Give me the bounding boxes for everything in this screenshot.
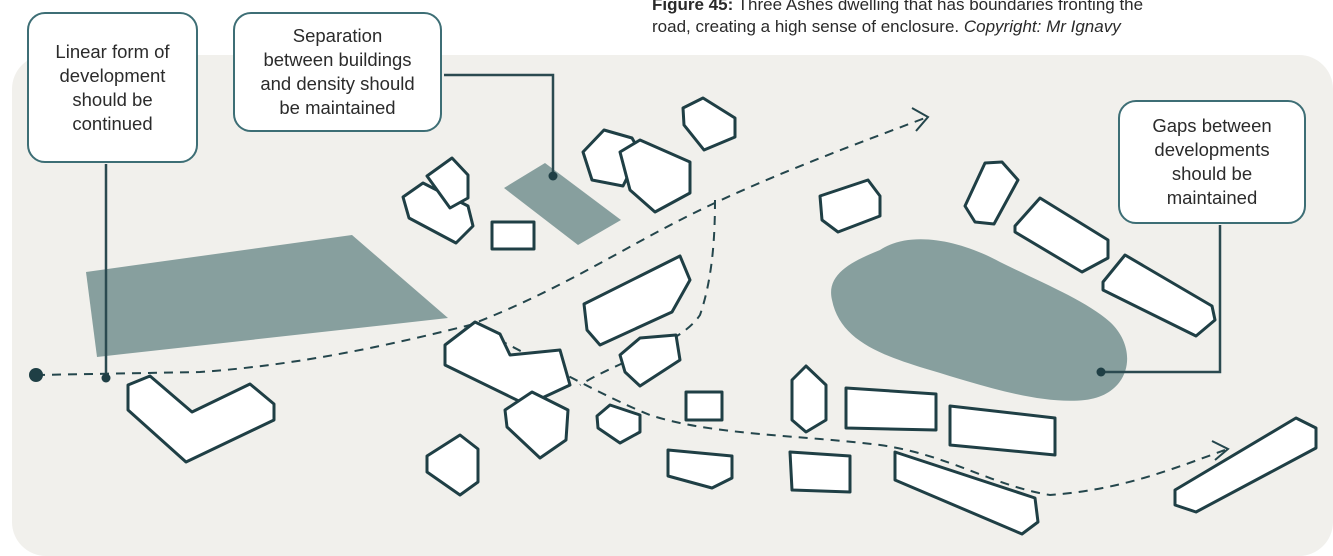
- building-i: [582, 254, 692, 347]
- callout-separation-text: Separation between buildings and density…: [260, 25, 415, 118]
- building-h: [503, 390, 570, 460]
- building-a: [401, 181, 475, 245]
- caption-text-2: road, creating a high sense of enclosure…: [652, 17, 964, 36]
- caption-line-1: Figure 45: Three Ashes dwelling that has…: [652, 0, 1332, 16]
- building-w: [1101, 253, 1217, 338]
- building-n: [666, 448, 734, 490]
- building-l: [595, 403, 642, 445]
- leader-separation: [444, 73, 555, 176]
- leader-dot-separation: [548, 171, 558, 181]
- building-b: [425, 156, 470, 210]
- callout-linear-development: Linear form of development should be con…: [27, 12, 198, 163]
- building-j: [618, 333, 682, 388]
- building-g: [443, 320, 572, 407]
- leader-lines: [104, 73, 1222, 378]
- branch-route-dashed: [579, 199, 716, 386]
- copyright-text: Copyright: Mr Ignavy: [963, 17, 1121, 36]
- green-gap-strip: [504, 163, 621, 245]
- green-gap-right: [831, 239, 1128, 401]
- leader-dot-gaps: [1096, 367, 1106, 377]
- building-s: [948, 404, 1057, 457]
- route-lines: [35, 117, 1226, 497]
- main-route-dashed: [35, 117, 926, 376]
- leader-dot-linear: [101, 373, 111, 383]
- callout-separation: Separation between buildings and density…: [233, 12, 442, 132]
- arrowhead-bottom: [1211, 440, 1230, 461]
- caption-line-2: road, creating a high sense of enclosure…: [652, 16, 1332, 38]
- building-u: [963, 160, 1020, 226]
- building-e: [618, 138, 692, 214]
- arrowhead-top: [911, 107, 930, 132]
- building-l-shaped: [126, 374, 276, 464]
- caption-text-1: Three Ashes dwelling that has boundaries…: [733, 0, 1144, 14]
- building-f: [681, 96, 737, 152]
- building-p: [790, 364, 828, 434]
- callout-linear-text: Linear form of development should be con…: [55, 40, 170, 134]
- callout-gaps-text: Gaps between developments should be main…: [1152, 115, 1272, 208]
- lower-route-dashed: [469, 324, 1226, 497]
- building-v: [1013, 196, 1110, 274]
- building-m: [684, 390, 724, 422]
- building-r: [844, 386, 938, 432]
- route-arrows: [911, 107, 1230, 461]
- building-q: [788, 450, 852, 494]
- green-gap-left: [86, 235, 448, 357]
- building-x: [1173, 416, 1318, 514]
- building-c: [490, 220, 536, 251]
- figure-label: Figure 45:: [652, 0, 734, 14]
- route-start-dot: [29, 368, 43, 382]
- buildings: [126, 96, 1318, 536]
- building-k: [425, 433, 480, 497]
- leader-gaps: [1101, 225, 1222, 374]
- figure-caption: Figure 45: Three Ashes dwelling that has…: [652, 0, 1332, 38]
- building-o: [818, 178, 882, 234]
- building-t: [893, 450, 1040, 536]
- callout-gaps: Gaps between developments should be main…: [1118, 100, 1306, 224]
